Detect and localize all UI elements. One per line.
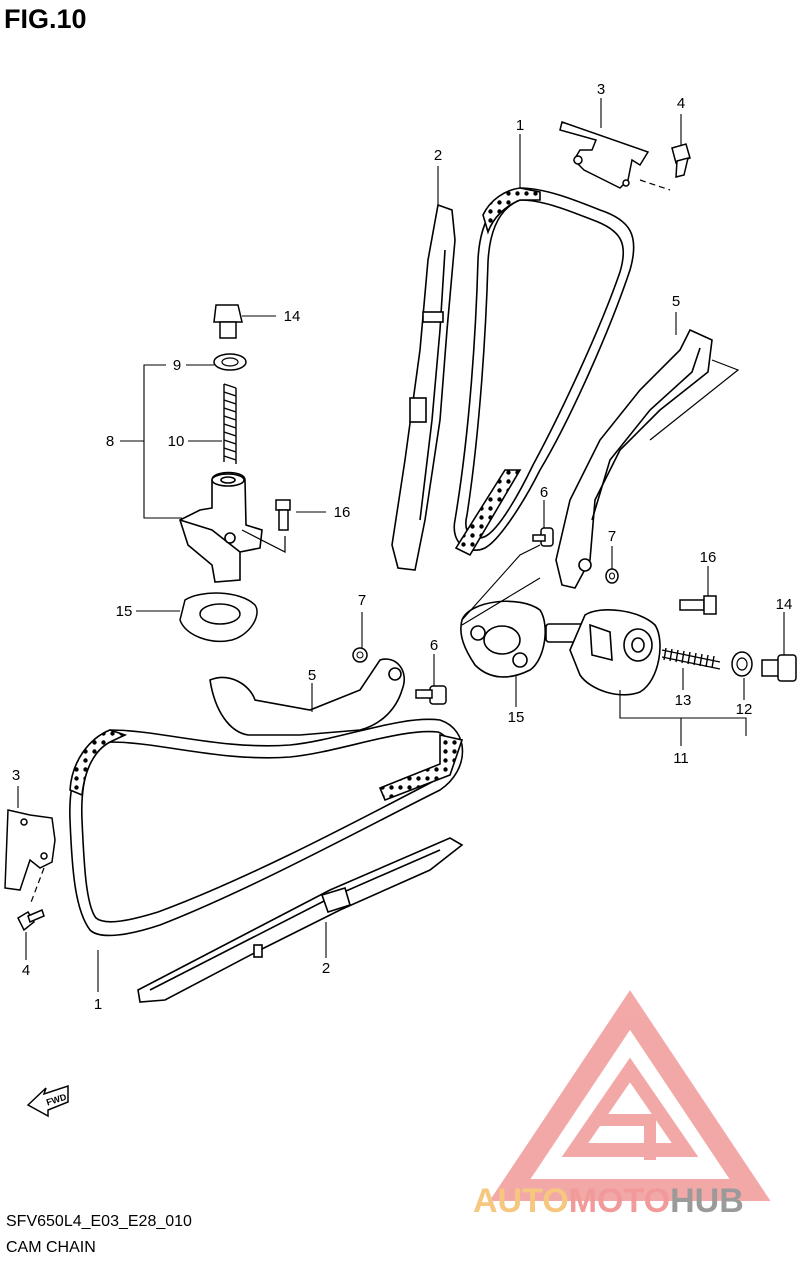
callout-2-upper: 2 <box>434 147 442 164</box>
callout-4-lower: 4 <box>22 962 30 979</box>
figure-title: FIG.10 <box>4 4 87 34</box>
upper-chain-guide <box>391 203 456 571</box>
lower-cam-chain <box>69 718 464 937</box>
spring-10-left <box>223 383 237 464</box>
callout-labels: 1 2 3 4 5 6 7 14 9 10 8 16 15 7 6 5 16 1… <box>12 81 793 1013</box>
callout-14-right: 14 <box>776 596 793 613</box>
tensioner-arm-lower <box>209 658 405 736</box>
watermark-logo <box>489 990 771 1201</box>
watermark-text: AUTOMOTOHUB <box>473 1182 744 1220</box>
bracket-top <box>559 121 650 189</box>
callout-2-lower: 2 <box>322 960 330 977</box>
bolt-lower <box>17 908 45 932</box>
callout-1-upper: 1 <box>516 117 524 134</box>
washer-12-right <box>731 651 753 677</box>
callout-11-right: 11 <box>673 750 689 767</box>
callout-1-lower: 1 <box>94 996 102 1013</box>
callout-10-left: 10 <box>168 433 185 450</box>
leader-lines <box>17 98 785 992</box>
bolt-top <box>671 143 691 178</box>
diagram-name: CAM CHAIN <box>6 1239 96 1256</box>
callout-12-right: 12 <box>736 701 753 718</box>
bolt-14-left <box>213 304 243 339</box>
callout-16-right: 16 <box>700 549 717 566</box>
tensioner-body-right <box>545 609 661 696</box>
bolt-14-right <box>761 654 797 682</box>
callout-16-left: 16 <box>334 504 351 521</box>
bracket-lower <box>4 809 56 891</box>
callout-6-upper: 6 <box>540 484 548 501</box>
callout-7-upper: 7 <box>608 528 616 545</box>
washer-9-left <box>213 353 247 371</box>
callout-3-lower: 3 <box>12 767 20 784</box>
callout-15-right: 15 <box>508 709 525 726</box>
tensioner-body-left <box>179 471 263 583</box>
callout-3-upper: 3 <box>597 81 605 98</box>
callout-15-left: 15 <box>116 603 133 620</box>
bolt-6-upper <box>532 527 554 547</box>
watermark-moto: MOTO <box>569 1182 670 1220</box>
gasket-15-right <box>460 600 546 678</box>
callout-9-left: 9 <box>173 357 181 374</box>
lower-chain-guide <box>137 837 464 1003</box>
callout-13-right: 13 <box>675 692 692 709</box>
watermark-hub: HUB <box>670 1182 744 1220</box>
callout-4-upper: 4 <box>677 95 685 112</box>
callout-7-lower: 7 <box>358 592 366 609</box>
watermark-auto: AUTO <box>473 1182 569 1220</box>
tensioner-arm-top <box>555 328 713 589</box>
upper-cam-chain <box>453 187 635 557</box>
gasket-15-left <box>179 592 258 642</box>
callout-8-left: 8 <box>106 433 114 450</box>
bolt-16-right <box>679 595 717 615</box>
fwd-arrow-icon: FWD <box>26 1084 69 1118</box>
diagram-code: SFV650L4_E03_E28_010 <box>6 1213 192 1230</box>
bolt-16-left <box>275 499 291 531</box>
bolt-6-lower <box>415 685 447 705</box>
callout-5-upper: 5 <box>672 293 680 310</box>
callout-14-left: 14 <box>284 308 301 325</box>
callout-6-lower: 6 <box>430 637 438 654</box>
callout-5-lower: 5 <box>308 667 316 684</box>
spring-13-right <box>661 647 721 670</box>
